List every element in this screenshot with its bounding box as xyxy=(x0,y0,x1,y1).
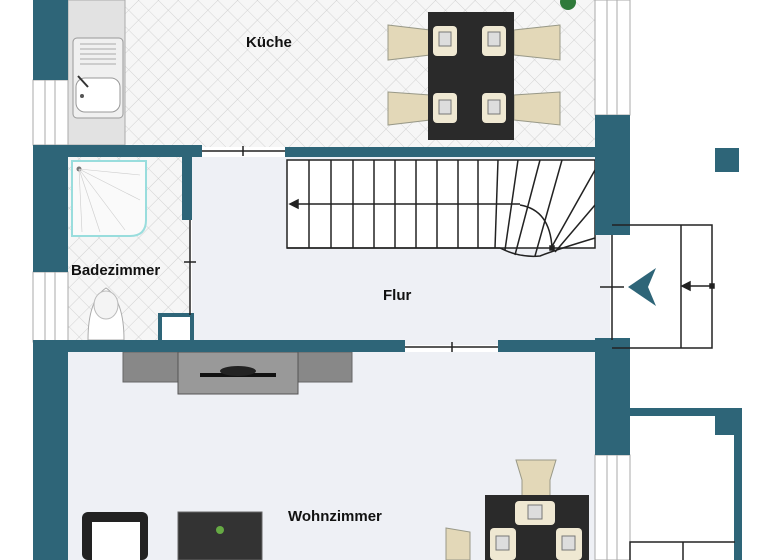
tv-sideboard-icon xyxy=(122,351,353,395)
living-dining-table-icon xyxy=(445,459,589,560)
door-lines xyxy=(184,146,624,352)
shower-icon xyxy=(71,160,147,237)
bathroom-shaft xyxy=(158,313,194,344)
kitchen-floor xyxy=(125,0,595,147)
staircase xyxy=(286,159,596,258)
room-label-kitchen: Küche xyxy=(246,34,292,51)
room-label-hallway: Flur xyxy=(383,287,411,304)
entrance-arrow-icon xyxy=(628,268,656,306)
toilet-icon xyxy=(87,287,125,341)
room-label-living: Wohnzimmer xyxy=(288,508,382,525)
walls xyxy=(33,0,742,560)
plant-icon xyxy=(560,0,576,10)
armchair-icon xyxy=(82,512,148,560)
dining-table-icon xyxy=(387,12,561,140)
entrance-steps xyxy=(612,224,735,560)
sink-icon xyxy=(72,37,124,119)
coffee-table-icon xyxy=(177,511,263,560)
room-label-bathroom: Badezimmer xyxy=(71,262,160,279)
window xyxy=(32,0,631,560)
